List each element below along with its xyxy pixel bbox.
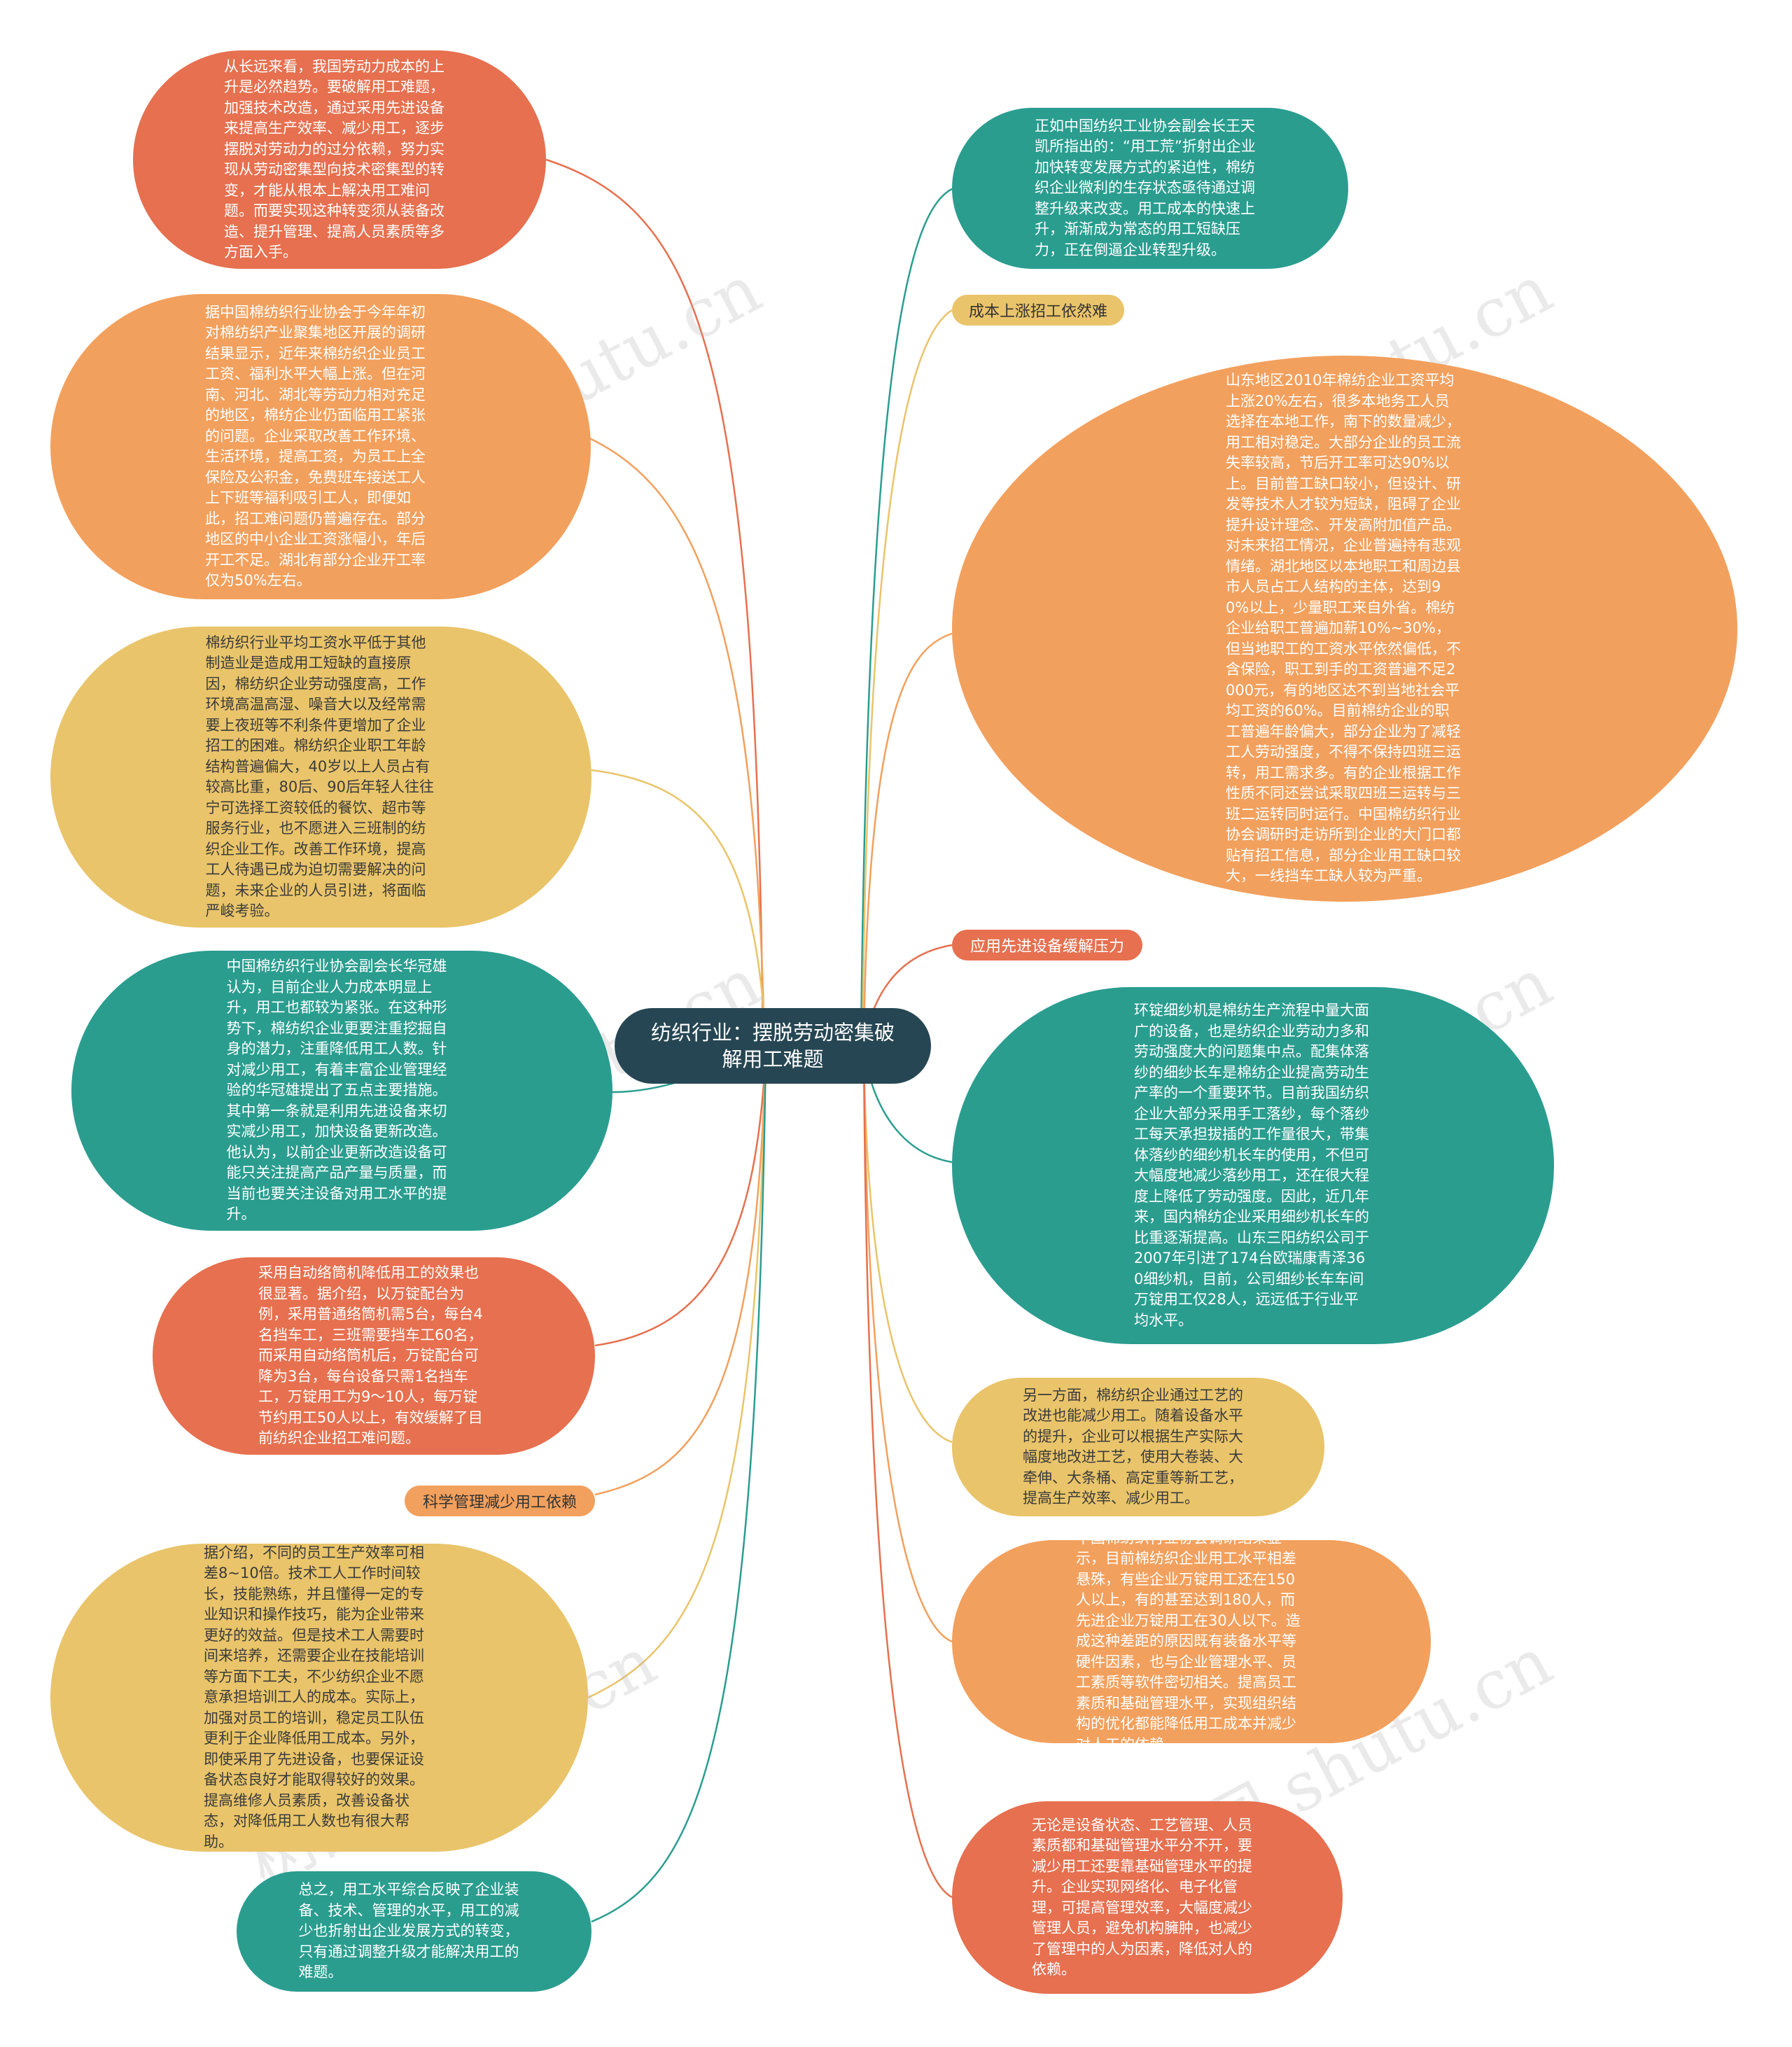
- link-r6: [862, 1049, 953, 1899]
- bubble-auto-winder[interactable]: 采用自动络筒机降低用工的效果也很显著。据介绍，以万锭配台为例，采用普通络筒机需5…: [153, 1257, 595, 1455]
- bubble-text: 山东地区2010年棉纺企业工资平均上涨20%左右，很多本地务工人员选择在本地工作…: [1226, 372, 1461, 885]
- bubble-text: 正如中国纺织工业协会副会长王天凯所指出的：“用工荒”折射出企业加快转变发展方式的…: [1035, 117, 1256, 258]
- topic-tag-label: 科学管理减少用工依赖: [422, 1494, 577, 1511]
- bubble-long-term-trend[interactable]: 从长远来看，我国劳动力成本的上升是必然趋势。要破解用工难题，加强技术改造，通过采…: [133, 50, 546, 269]
- bubble-text: 总之，用工水平综合反映了企业装备、技术、管理的水平，用工的减少也折射出企业发展方…: [298, 1881, 519, 1981]
- topic-tag-equipment[interactable]: 应用先进设备缓解压力: [952, 930, 1142, 960]
- bubble-wage-level[interactable]: 棉纺织行业平均工资水平低于其他制造业是造成用工短缺的直接原因，棉纺织企业劳动强度…: [50, 627, 592, 928]
- bubble-regional-wages[interactable]: 山东地区2010年棉纺企业工资平均上涨20%左右，很多本地务工人员选择在本地工作…: [952, 356, 1737, 902]
- bubble-text: 环锭细纱机是棉纺生产流程中量大面广的设备，也是纺织企业劳动力多和劳动强度大的问题…: [1134, 1002, 1369, 1329]
- bubble-vice-president-view[interactable]: 中国棉纺织行业协会副会长华冠雄认为，目前企业人力成本明显上升，用工也都较为紧张。…: [71, 951, 612, 1231]
- link-l7: [591, 1049, 767, 1923]
- bubble-text: 中国棉纺织行业协会副会长华冠雄认为，目前企业人力成本明显上升，用工也都较为紧张。…: [226, 958, 447, 1223]
- link-l5: [594, 1049, 767, 1347]
- bubble-text: 据中国棉纺织行业协会于今年年初对棉纺织产业聚集地区开展的调研结果显示，近年来棉纺…: [205, 303, 426, 589]
- bubble-summary[interactable]: 总之，用工水平综合反映了企业装备、技术、管理的水平，用工的减少也折射出企业发展方…: [237, 1871, 592, 1992]
- link-r2: [862, 632, 953, 1046]
- link-l2: [587, 436, 766, 1046]
- link-l1: [545, 158, 764, 1046]
- bubble-survey-results[interactable]: 据中国棉纺织行业协会于今年年初对棉纺织产业聚集地区开展的调研结果显示，近年来棉纺…: [50, 294, 591, 599]
- bubble-text: 另一方面，棉纺织企业通过工艺的改进也能减少用工。随着设备水平的提升，企业可以根据…: [1023, 1386, 1243, 1507]
- bubble-training[interactable]: 据介绍，不同的员工生产效率可相差8~10倍。技术工人工作时间较长，技能熟练，并且…: [50, 1544, 588, 1852]
- topic-tag-label: 成本上涨招工依然难: [968, 303, 1107, 321]
- bubble-text: 采用自动络筒机降低用工的效果也很显著。据介绍，以万锭配台为例，采用普通络筒机需5…: [258, 1264, 483, 1447]
- bubble-text: 无论是设备状态、工艺管理、人员素质都和基础管理水平分不开，要减少用工还要靠基础管…: [1032, 1816, 1252, 1978]
- link-r4: [862, 1049, 953, 1444]
- bubble-text: 据介绍，不同的员工生产效率可相差8~10倍。技术工人工作时间较长，技能熟练，并且…: [204, 1544, 424, 1850]
- link-r1: [860, 188, 953, 1046]
- topic-tag-cost[interactable]: 成本上涨招工依然难: [952, 295, 1124, 326]
- link-t1: [861, 309, 953, 1046]
- bubble-basic-management[interactable]: 无论是设备状态、工艺管理、人员素质都和基础管理水平分不开，要减少用工还要靠基础管…: [952, 1801, 1343, 1994]
- central-topic-label: 纺织行业：摆脱劳动密集破解用工难题: [650, 1021, 895, 1071]
- bubble-text: 从长远来看，我国劳动力成本的上升是必然趋势。要破解用工难题，加强技术改造，通过采…: [224, 57, 444, 261]
- link-l3: [591, 769, 767, 1046]
- bubble-text: 棉纺织行业平均工资水平低于其他制造业是造成用工短缺的直接原因，棉纺织企业劳动强度…: [205, 634, 434, 920]
- link-t3: [594, 1049, 767, 1496]
- bubble-ring-spinning[interactable]: 环锭细纱机是棉纺生产流程中量大面广的设备，也是纺织企业劳动力多和劳动强度大的问题…: [952, 987, 1554, 1344]
- link-l6: [587, 1049, 767, 1699]
- bubble-labor-gap[interactable]: 中国棉纺织行业协会调研结果显示，目前棉纺织企业用工水平相差悬殊，有些企业万锭用工…: [952, 1530, 1431, 1753]
- link-r5: [862, 1049, 953, 1643]
- bubble-text: 中国棉纺织行业协会调研结果显示，目前棉纺织企业用工水平相差悬殊，有些企业万锭用工…: [1076, 1529, 1301, 1753]
- central-topic[interactable]: 纺织行业：摆脱劳动密集破解用工难题: [615, 1008, 931, 1084]
- bubble-process-improvement[interactable]: 另一方面，棉纺织企业通过工艺的改进也能减少用工。随着设备水平的提升，企业可以根据…: [952, 1378, 1324, 1516]
- topic-tag-label: 应用先进设备缓解压力: [969, 938, 1124, 956]
- topic-tag-management[interactable]: 科学管理减少用工依赖: [405, 1486, 595, 1516]
- bubble-wang-tiankai-quote[interactable]: 正如中国纺织工业协会副会长王天凯所指出的：“用工荒”折射出企业加快转变发展方式的…: [952, 108, 1348, 269]
